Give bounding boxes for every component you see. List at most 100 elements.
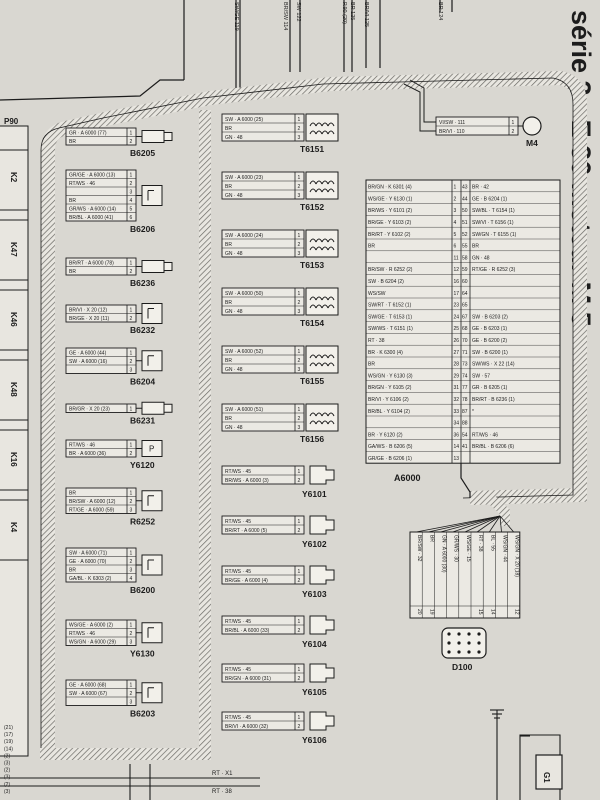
connector-pin: 2 <box>298 676 301 682</box>
coil-label: T6156 <box>300 434 324 444</box>
connector-pin: 1 <box>130 622 133 628</box>
a6000-right-pin: 71 <box>462 350 468 356</box>
motor-icon <box>522 116 542 136</box>
component-label: B6206 <box>130 224 155 234</box>
a6000-right-pin: 78 <box>462 397 468 403</box>
connector-wire-label: RT/WS · 46 <box>69 631 95 637</box>
a6000-left-wire: GA/WS · B 6206 (5) <box>368 444 413 450</box>
connector-wire-label: SW · A 6000 (67) <box>69 691 107 697</box>
a6000-left-wire: BR/VI · Y 6106 (2) <box>368 397 409 403</box>
harness-loom <box>40 70 587 760</box>
connector-pin: 1 <box>298 175 301 181</box>
component-label: B6204 <box>130 377 155 387</box>
connector-wire-label: SW · A 6000 (52) <box>225 349 263 355</box>
connector-pin: 1 <box>512 120 515 126</box>
component-symbol-icon <box>136 303 163 324</box>
connector-pin: 2 <box>130 269 133 275</box>
component-label: A6000 <box>394 473 421 483</box>
connector-wire-label: BR <box>225 126 232 132</box>
coil-label: T6152 <box>300 202 324 212</box>
connector-wire-label: GN · 48 <box>225 251 243 257</box>
a6000-left-wire: BR <box>368 362 375 368</box>
a6000-left-wire: BR/WS · Y 6101 (2) <box>368 208 412 214</box>
a6000-right-wire: * <box>472 409 474 415</box>
connector-pin: 1 <box>130 442 133 448</box>
component-symbol-icon <box>136 490 163 512</box>
connector-wire-label: SW · A 6000 (16) <box>69 359 107 365</box>
a6000-right-wire: SW · 57 <box>472 373 490 379</box>
d100-pin: 19 <box>428 609 434 615</box>
legend-number: (3) <box>4 775 10 781</box>
connector-wire-label: BR/GR · X 20 (23) <box>69 406 110 412</box>
a6000-left-wire: BR/GE · Y 6103 (2) <box>368 220 412 226</box>
legend-number: (19) <box>4 739 13 745</box>
coil-winding-icon <box>305 113 339 142</box>
relay-label: P90 <box>4 117 19 126</box>
connector-wire-label: BR <box>69 269 76 275</box>
a6000-left-wire: BR/RT · Y 6102 (2) <box>368 232 411 238</box>
connector-pin: 1 <box>130 550 133 556</box>
connector-wire-label: RT/WS · 45 <box>225 469 251 475</box>
a6000-left-pin: 16 <box>454 279 460 285</box>
a6000-right-wire: BR · 42 <box>472 185 489 191</box>
a6000-right-pin: 88 <box>462 421 468 427</box>
diagnosis-socket-icon <box>441 627 487 659</box>
legend-number: (21) <box>4 725 13 731</box>
coil-winding-icon <box>305 229 339 258</box>
connector-wire-label: RT/WS · 45 <box>225 619 251 625</box>
component-b6232: BR/VI · X 20 (12)1BR/GE · X 20 (11)2B623… <box>65 303 163 335</box>
connector-pin: 3 <box>298 135 301 141</box>
connector-pin: 1 <box>130 682 133 688</box>
connector-wire-label: SW · A 6000 (51) <box>225 407 263 413</box>
connector-pin: 2 <box>130 359 133 365</box>
d100-wire-label: GR/WS · 30 <box>453 535 459 562</box>
component-label: D100 <box>452 662 473 672</box>
connector-wire-label: GN · 48 <box>225 367 243 373</box>
connector-pin: 3 <box>298 251 301 257</box>
connector-pin: 2 <box>130 316 133 322</box>
component-label: Y6130 <box>130 649 155 659</box>
connector-pin: 1 <box>130 172 133 178</box>
connector-pin: 1 <box>298 233 301 239</box>
a6000-right-wire: SW/BL · T 6154 (1) <box>472 208 515 214</box>
injector-body-icon <box>309 565 335 585</box>
connector-pin: 4 <box>130 576 133 582</box>
connector-pin: 2 <box>130 451 133 457</box>
legend-number: (14) <box>4 746 13 752</box>
top-wire-label: P.90 (20) <box>341 2 347 24</box>
a6000-left-wire: SW/RT · T 6152 (1) <box>368 303 412 309</box>
a6000-right-wire: BR/RT · B 6236 (1) <box>472 397 515 403</box>
d100-pin: 14 <box>489 609 495 615</box>
connector-wire-label: RT/WS · 45 <box>225 569 251 575</box>
connector-pin: 1 <box>130 406 133 412</box>
a6000-right-wire: SW · B 6200 (1) <box>472 350 508 356</box>
connector-pin: 1 <box>130 260 133 266</box>
a6000-left-pin: 13 <box>454 456 460 462</box>
a6000-left-pin: 2 <box>454 196 457 202</box>
connector-wire-label: BR/GE · X 20 (11) <box>69 316 110 322</box>
connector-pin: 2 <box>298 416 301 422</box>
connector-wire-label: VI/SW · 111 <box>439 120 465 126</box>
connector-wire-label: BR <box>225 416 232 422</box>
a6000-left-wire: BR · K 6300 (4) <box>368 350 403 356</box>
a6000-right-wire: GN · 48 <box>472 255 490 261</box>
